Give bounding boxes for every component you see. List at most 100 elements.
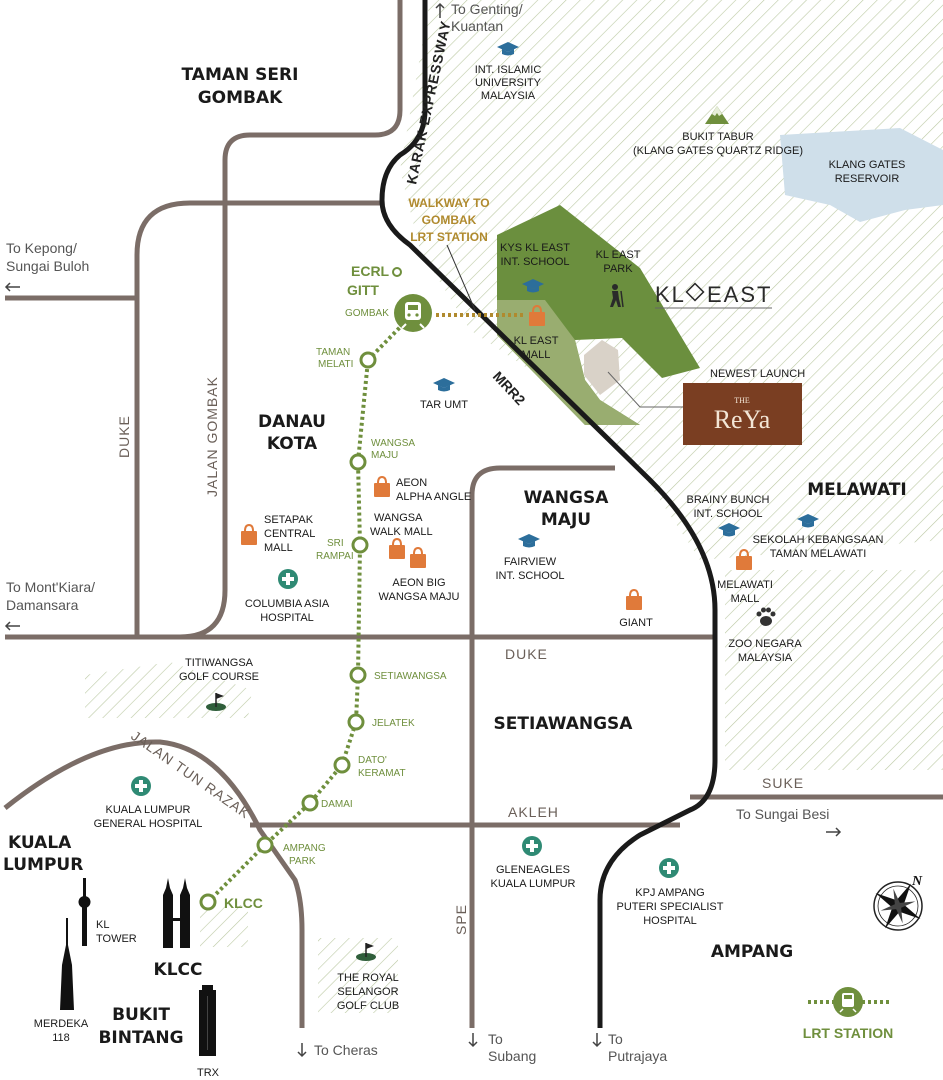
green-zone-melawati [725,570,943,770]
area-taman-seri-gombak-line1: TAMAN SERI [182,65,299,85]
area-danau-kota-line2: KOTA [267,434,318,454]
station-label-wangsa-maju-line1: WANGSA [371,438,415,449]
direction-kepong-line2: Sungai Buloh [6,258,89,274]
station-setiawangsa[interactable] [349,666,367,684]
merdeka-118-silhouette [60,918,74,1010]
direction-putrajaya-line1: To [608,1031,623,1047]
poi-tar-umt: TAR UMT [420,399,468,411]
poi-royal-selangor-line2: SELANGOR [337,986,398,998]
poi-melawati-mall-line1: MELAWATI [717,579,773,591]
station-label-damai: DAMAI [321,799,353,810]
road-network [3,0,943,1028]
area-klcc: KLCC [154,960,203,980]
medical-cross-icon [659,858,679,878]
station-jelatek[interactable] [347,713,365,731]
poi-newest-launch: NEWEST LAUNCH [710,368,805,380]
shopping-bag-icon [626,588,642,610]
direction-kepong-line1: To Kepong/ [6,240,77,256]
direction-putrajaya-line2: Putrajaya [608,1048,667,1064]
poi-iium-line2: UNIVERSITY [475,77,542,89]
golf-flag-icon [206,693,226,711]
shopping-bag-icon [374,475,390,497]
station-klcc[interactable] [199,893,217,911]
graduation-cap-icon [522,279,544,293]
arrow-left-icon [4,282,20,292]
graduation-cap-icon [497,42,519,56]
poi-kl-tower-line1: KL [96,919,109,931]
poi-kl-east-park-line2: PARK [603,263,633,275]
poi-sk-melawati-line1: SEKOLAH KEBANGSAAN [753,534,884,546]
station-label-gombak: GOMBAK [345,308,389,319]
area-melawati: MELAWATI [807,480,907,500]
road-label-suke: SUKE [762,775,804,791]
poi-aeon-alpha-line1: AEON [396,477,427,489]
poi-columbia-line2: HOSPITAL [260,612,314,624]
poi-wangsa-walk-line2: WALK MALL [370,526,433,538]
area-ampang: AMPANG [711,942,793,962]
poi-setapak-line2: CENTRAL [264,528,315,540]
station-label-dato-keramat-line1: DATO' [358,755,387,766]
poi-kpj-line2: PUTERI SPECIALIST [617,901,724,913]
lrt-stations [199,351,377,911]
area-kuala-lumpur-line2: LUMPUR [3,855,83,875]
road-label-duke-vertical: DUKE [116,415,132,458]
station-label-klcc: KLCC [224,895,263,911]
arrow-down-icon [592,1033,602,1048]
ecrl-gitt-marker [392,267,402,277]
poi-kl-east-mall-line2: MALL [522,349,551,361]
station-sri-rampai[interactable] [351,536,369,554]
graduation-cap-icon [518,534,540,548]
station-ampang-park[interactable] [256,836,274,854]
arrow-up-icon [435,2,445,18]
poi-brainy-bunch-line2: INT. SCHOOL [693,508,762,520]
gombak-station-icon[interactable] [394,294,432,332]
arrow-left-icon [4,621,20,631]
area-danau-kota-line1: DANAU [258,412,326,432]
poi-aeon-alpha-line2: ALPHA ANGLE [396,491,471,503]
area-kuala-lumpur-line1: KUALA [8,833,72,853]
station-label-jelatek: JELATEK [372,718,415,729]
poi-klgh-line2: GENERAL HOSPITAL [94,818,203,830]
arrow-down-icon [468,1033,478,1048]
station-label-taman-melati-line2: MELATI [318,359,353,370]
poi-setapak-line1: SETAPAK [264,514,314,526]
direction-subang-line2: Subang [488,1048,536,1064]
the-reya-box[interactable] [683,383,802,445]
poi-gleneagles-line2: KUALA LUMPUR [491,878,576,890]
kl-east-logo-diamond [685,282,705,302]
poi-klang-gates-line2: RESERVOIR [835,173,900,185]
direction-cheras: To Cheras [314,1042,378,1058]
poi-bukit-tabur-line2: (KLANG GATES QUARTZ RIDGE) [633,145,803,157]
area-bukit-bintang-line2: BINTANG [98,1028,183,1048]
poi-trx: TRX [197,1067,220,1079]
area-setiawangsa: SETIAWANGSA [494,714,634,734]
station-label-ecrl: ECRL [351,263,390,279]
road-label-duke-horizontal: DUKE [505,646,548,662]
station-label-ampang-park-line1: AMPANG [283,843,326,854]
poi-kpj-line1: KPJ AMPANG [635,887,704,899]
medical-cross-icon [278,569,298,589]
area-wangsa-maju-line1: WANGSA [524,488,610,508]
golf-flag-icon [356,943,376,961]
station-dato-keramat[interactable] [333,756,351,774]
station-taman-melati[interactable] [359,351,377,369]
mountain-icon [705,106,729,124]
station-label-ampang-park-line2: PARK [289,856,316,867]
station-wangsa-maju[interactable] [349,453,367,471]
station-damai[interactable] [301,794,319,812]
poi-bukit-tabur-line1: BUKIT TABUR [682,131,754,143]
the-reya-title: ReYa [714,405,771,434]
poi-kl-east-park-line1: KL EAST [596,249,641,261]
area-taman-seri-gombak-line2: GOMBAK [198,88,283,108]
medical-cross-icon [522,836,542,856]
poi-fairview-line1: FAIRVIEW [504,556,557,568]
road-spe [469,465,615,1028]
poi-merdeka-line1: MERDEKA [34,1018,89,1030]
arrow-right-icon [826,827,842,837]
station-label-setiawangsa: SETIAWANGSA [374,671,447,682]
direction-genting-line1: To Genting/ [451,1,523,17]
poi-zoo-line2: MALAYSIA [738,652,793,664]
poi-kl-tower-line2: TOWER [96,933,137,945]
poi-kl-east-mall-line1: KL EAST [514,335,559,347]
poi-giant: GIANT [619,617,653,629]
